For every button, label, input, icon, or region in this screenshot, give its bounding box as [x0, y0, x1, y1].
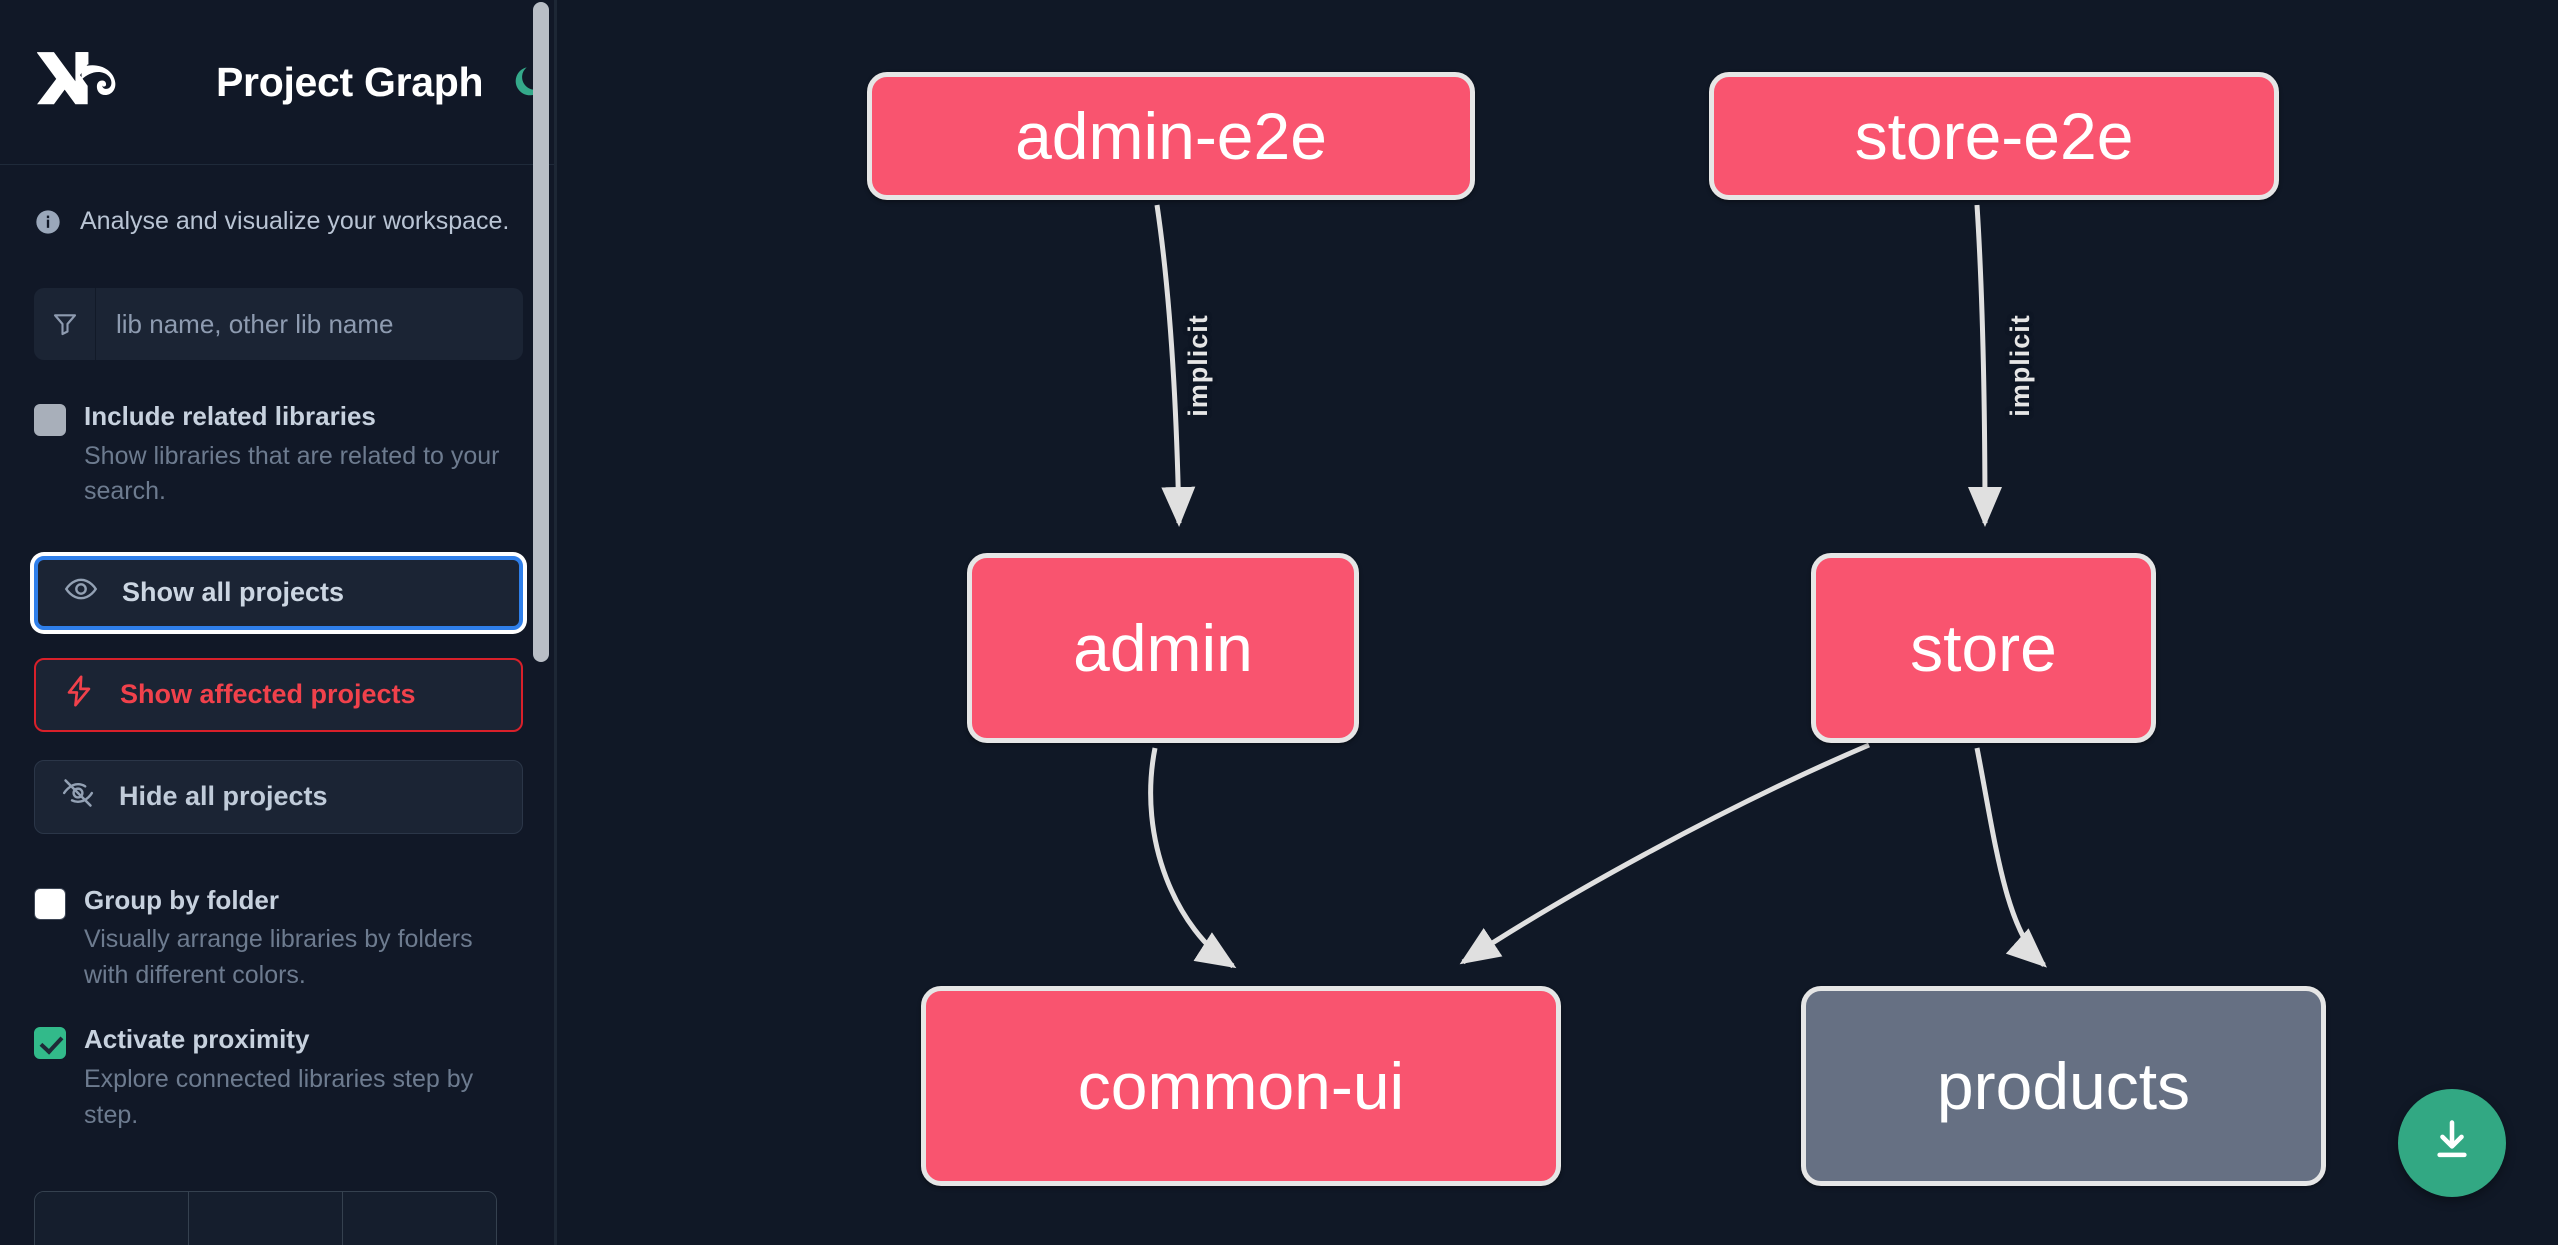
graph-node-store-e2e[interactable]: store-e2e [1709, 72, 2279, 200]
graph-node-store[interactable]: store [1811, 553, 2156, 743]
hide-all-projects-label: Hide all projects [119, 781, 328, 812]
sidebar-header: Project Graph [0, 0, 557, 165]
nx-logo-icon [34, 47, 126, 117]
proximity-step-decrease[interactable] [35, 1192, 189, 1245]
info-circle-icon [34, 208, 62, 236]
edge-admin-to-common-ui [1148, 747, 1237, 969]
checkbox-activate-proximity[interactable]: Activate proximity Explore connected lib… [0, 1021, 557, 1133]
checkbox-group-by-folder[interactable]: Group by folder Visually arrange librari… [0, 882, 557, 994]
hide-all-projects-button[interactable]: Hide all projects [34, 759, 523, 834]
graph-node-admin[interactable]: admin [967, 553, 1359, 743]
graph-canvas[interactable]: implicit implicit admin-e2e store-e2e ad… [557, 0, 2558, 1245]
edge-label-implicit-admin: implicit [1182, 314, 1213, 417]
show-all-projects-label: Show all projects [122, 577, 345, 608]
checkbox-include-related-libraries-box[interactable] [34, 404, 66, 436]
checkbox-include-related-libraries-description: Show libraries that are related to your … [84, 441, 500, 506]
checkbox-group-by-folder-label: Group by folder [84, 884, 279, 915]
graph-node-common-ui-label: common-ui [1077, 1049, 1405, 1123]
checkbox-include-related-libraries[interactable]: Include related libraries Show libraries… [0, 398, 557, 510]
graph-node-admin-e2e-label: admin-e2e [1015, 99, 1327, 173]
graph-node-products-label: products [1936, 1049, 2191, 1123]
sidebar-divider [554, 0, 557, 1245]
graph-node-store-label: store [1910, 611, 2057, 685]
workspace-info: Analyse and visualize your workspace. [0, 165, 557, 236]
proximity-step-value[interactable] [189, 1192, 343, 1245]
graph-node-common-ui[interactable]: common-ui [921, 986, 1561, 1186]
moon-icon[interactable] [509, 60, 549, 104]
page-title: Project Graph [216, 58, 484, 105]
graph-node-products[interactable]: products [1801, 986, 2326, 1186]
edge-store-to-products [1974, 747, 2047, 968]
checkbox-include-related-libraries-label: Include related libraries [84, 401, 376, 431]
graph-node-admin-label: admin [1073, 611, 1253, 685]
checkbox-group-by-folder-box[interactable] [34, 887, 66, 920]
lightning-bolt-icon [62, 674, 96, 715]
proximity-step-increase[interactable] [343, 1192, 496, 1245]
checkbox-activate-proximity-description: Explore connected libraries step by step… [84, 1065, 474, 1129]
eye-icon [64, 572, 98, 613]
sidebar-scrollbar-thumb[interactable] [533, 2, 549, 662]
proximity-stepper-group[interactable] [34, 1191, 497, 1245]
show-affected-projects-label: Show affected projects [120, 679, 416, 710]
eye-off-icon [61, 776, 95, 817]
graph-node-store-e2e-label: store-e2e [1854, 99, 2134, 173]
workspace-info-text: Analyse and visualize your workspace. [80, 207, 510, 235]
search-bar[interactable] [34, 288, 523, 360]
edge-admin-e2e-to-admin [1154, 204, 1196, 527]
show-affected-projects-button[interactable]: Show affected projects [34, 657, 523, 732]
show-all-projects-button[interactable]: Show all projects [34, 555, 523, 630]
filter-funnel-icon [34, 288, 96, 360]
edge-store-e2e-to-store [1967, 204, 2002, 528]
edge-store-to-common-ui [1459, 742, 1870, 965]
search-input[interactable] [96, 288, 523, 360]
checkbox-group-by-folder-description: Visually arrange libraries by folders wi… [84, 925, 473, 989]
graph-node-admin-e2e[interactable]: admin-e2e [867, 72, 1475, 200]
edge-label-implicit-store: implicit [2004, 314, 2035, 417]
checkbox-activate-proximity-box[interactable] [34, 1027, 66, 1060]
sidebar: Project Graph Analyse and visualize your… [0, 0, 557, 1245]
download-icon [2426, 1115, 2478, 1172]
checkbox-activate-proximity-label: Activate proximity [84, 1024, 310, 1055]
download-graph-button[interactable] [2398, 1089, 2506, 1197]
